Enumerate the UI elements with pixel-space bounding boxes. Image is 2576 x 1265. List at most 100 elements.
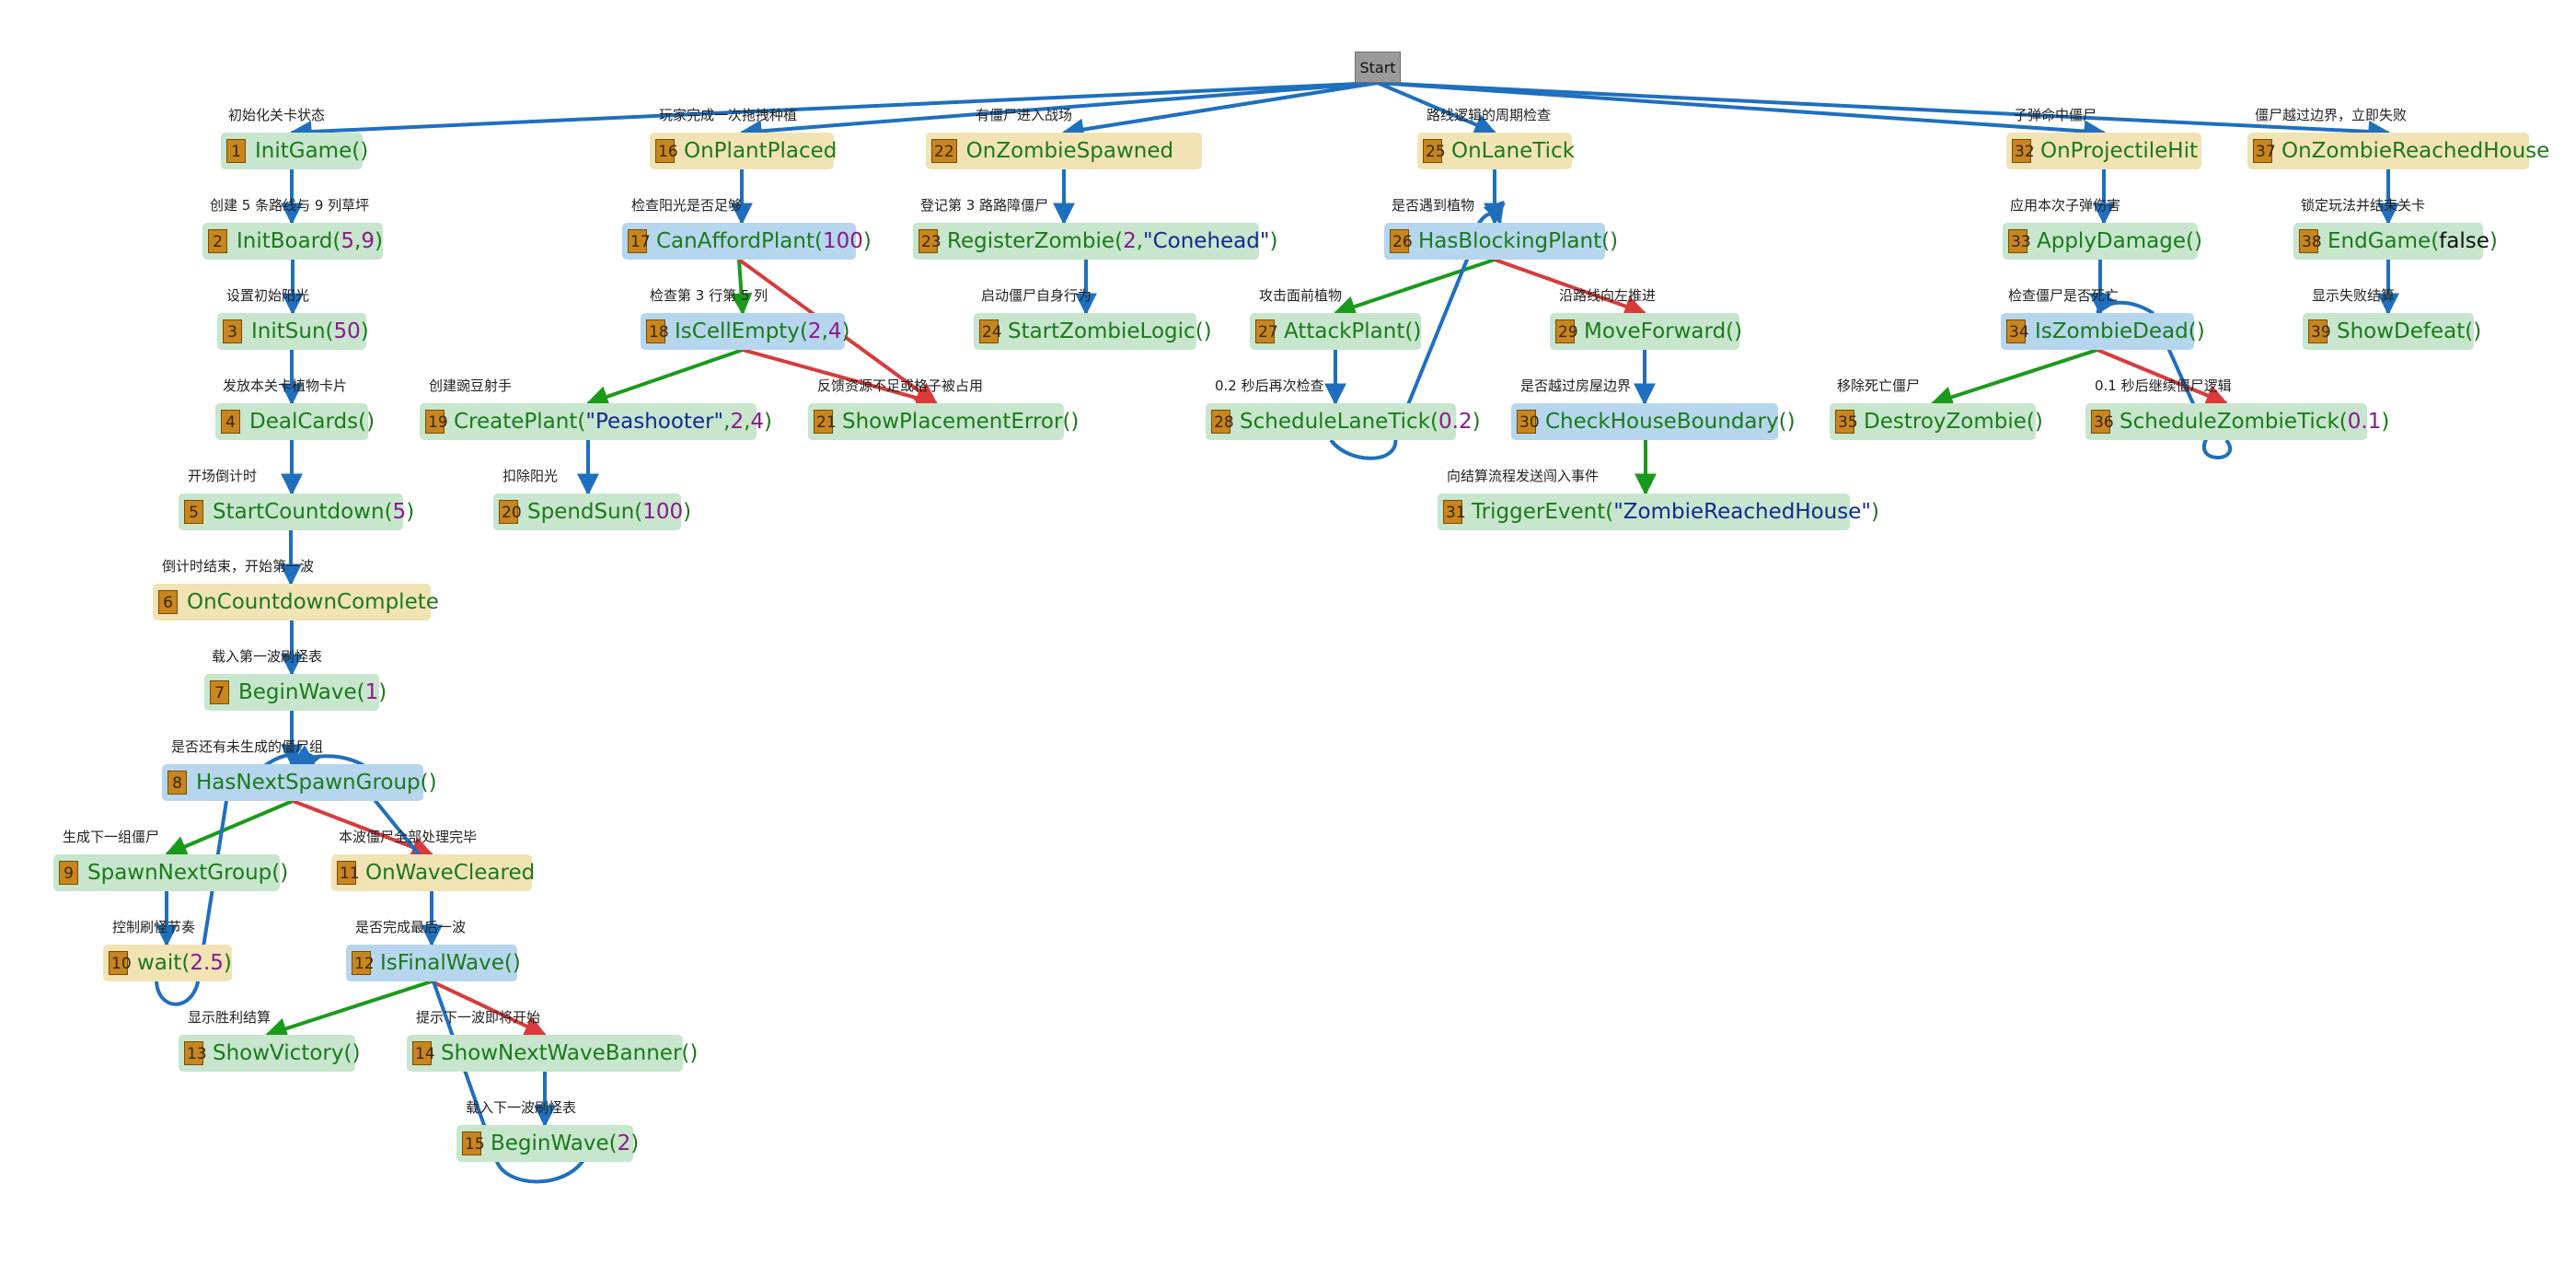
node-argument: 4 — [750, 410, 765, 434]
paren-open: ( — [420, 771, 429, 795]
paren-open: ( — [2186, 229, 2194, 253]
node-function-name: InitGame — [255, 139, 352, 163]
paren-open: ( — [358, 410, 367, 434]
edge-15-loop-base — [495, 1158, 585, 1184]
arg-separator: , — [821, 319, 828, 343]
paren-close: ) — [1472, 410, 1481, 434]
paren-close: ) — [1734, 319, 1743, 343]
node-index-badge: 21 — [814, 410, 837, 434]
node-function-name: BeginWave — [491, 1132, 609, 1155]
edge-18-to-21 — [742, 348, 939, 409]
node-argument: 2 — [1123, 229, 1137, 253]
paren-open: ( — [1062, 410, 1071, 434]
node-function-name: OnZombieSpawned — [965, 139, 1174, 163]
edge-label: 发放本关卡植物卡片 — [223, 377, 348, 394]
edge-label: 显示失败结算 — [2312, 287, 2396, 304]
paren-open: ( — [2339, 410, 2348, 434]
node-function-name: CreatePlant — [454, 410, 578, 434]
node-function-name: RegisterZombie — [947, 229, 1115, 253]
edge-label: 是否遇到植物 — [1392, 197, 1475, 214]
paren-close: ) — [1203, 319, 1212, 343]
paren-close: ) — [2381, 410, 2390, 434]
node-index-badge: 10 — [109, 951, 132, 975]
edge-label: 创建 5 条路线与 9 列草坪 — [210, 197, 370, 214]
node-argument: 0.2 — [1438, 410, 1473, 434]
edge-label: 控制刷怪节奏 — [112, 919, 196, 935]
edge-label: 沿路线向左推进 — [1559, 287, 1657, 304]
node-argument: "Peashooter" — [585, 410, 724, 434]
node-index-badge: 5 — [184, 500, 203, 524]
edge-label: 倒计时结束，开始第一波 — [162, 558, 315, 574]
node-function-name: HasNextSpawnGroup — [196, 771, 421, 795]
edge-label: 0.1 秒后继续僵尸逻辑 — [2095, 377, 2232, 394]
edge-label: 攻击面前植物 — [1259, 287, 1343, 304]
node-function-name: OnCountdownComplete — [187, 590, 439, 614]
node-function-name: OnProjectileHit — [2040, 139, 2199, 163]
node-index-badge: 33 — [2008, 229, 2031, 253]
paren-open: ( — [799, 319, 808, 343]
paren-close: ) — [2489, 229, 2498, 253]
node-index-badge: 7 — [210, 680, 229, 704]
edge-label: 是否越过房屋边界 — [1520, 377, 1632, 394]
node-function-name: ShowDefeat — [2337, 319, 2466, 343]
start-node[interactable]: Start — [1355, 52, 1401, 83]
paren-open: ( — [1195, 319, 1204, 343]
node-function-name: InitSun — [251, 319, 326, 343]
paren-close: ) — [512, 951, 521, 975]
edge-start-to-32 — [1377, 81, 2107, 143]
edge-label: 启动僵尸自身行为 — [981, 287, 1092, 304]
paren-close: ) — [223, 951, 232, 975]
paren-open: ( — [634, 500, 643, 524]
paren-close: ) — [366, 410, 375, 434]
node-index-badge: 12 — [352, 951, 375, 975]
edge-label: 检查阳光是否足够 — [631, 197, 743, 214]
paren-close: ) — [2034, 410, 2043, 434]
paren-open: ( — [356, 680, 365, 704]
node-function-name: ScheduleLaneTick — [1240, 410, 1431, 434]
paren-close: ) — [352, 1041, 361, 1065]
paren-close: ) — [1786, 410, 1796, 434]
edge-8-to-11 — [292, 799, 434, 858]
paren-open: ( — [325, 319, 334, 343]
edge-label: 检查第 3 行第 5 列 — [650, 287, 768, 304]
